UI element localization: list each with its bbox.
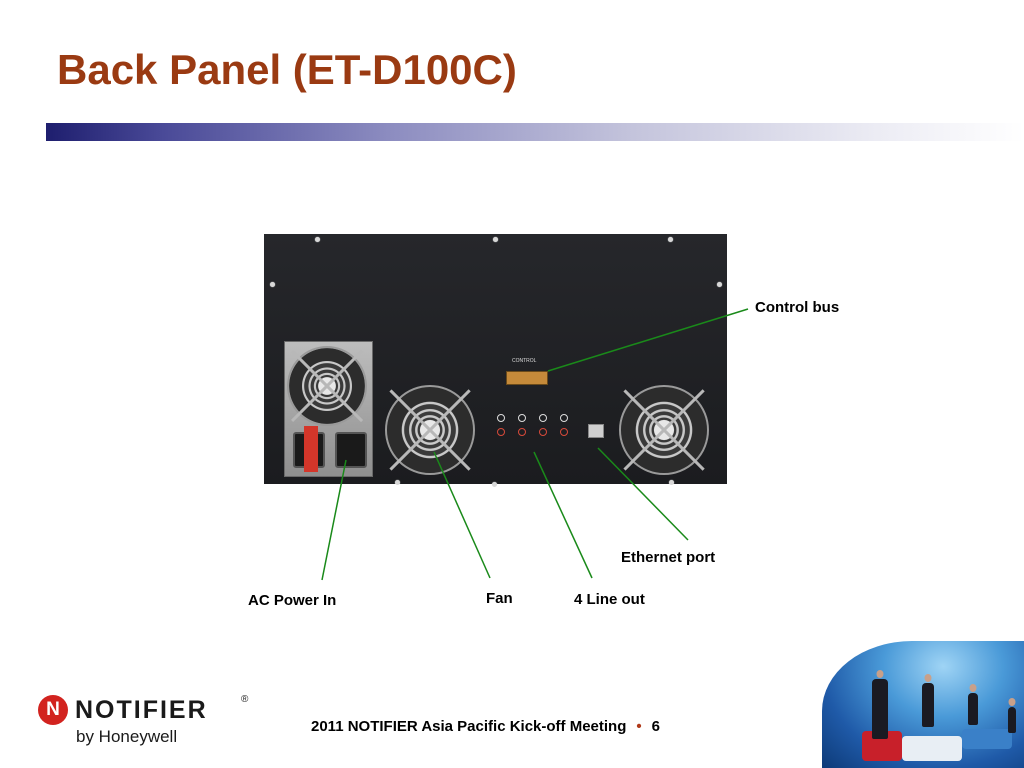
logo-registered-mark: ® bbox=[241, 694, 249, 705]
control-bus-terminal bbox=[506, 371, 548, 385]
screw-icon bbox=[669, 480, 674, 485]
person-figure bbox=[968, 693, 978, 725]
screw-icon bbox=[270, 282, 275, 287]
screw-icon bbox=[717, 282, 722, 287]
slide-footer: 2011 NOTIFIER Asia Pacific Kick-off Meet… bbox=[311, 718, 660, 735]
power-supply-unit bbox=[284, 341, 373, 477]
callout-control-bus: Control bus bbox=[755, 299, 840, 316]
callout-fan: Fan bbox=[486, 590, 513, 607]
audio-jack-icon bbox=[518, 414, 526, 422]
terminal-block bbox=[304, 426, 318, 472]
ac-inlet-icon bbox=[335, 432, 367, 468]
screw-icon bbox=[315, 237, 320, 242]
screw-icon bbox=[492, 482, 497, 487]
callout-ac-power-in: AC Power In bbox=[248, 592, 337, 609]
corner-decoration-image bbox=[822, 641, 1024, 768]
logo-tagline: by Honeywell bbox=[76, 727, 178, 746]
back-panel-image: CONTROL bbox=[264, 234, 727, 487]
audio-jack-icon bbox=[497, 414, 505, 422]
screw-icon bbox=[493, 237, 498, 242]
person-figure bbox=[922, 683, 934, 727]
audio-jack-icon bbox=[560, 428, 568, 436]
puzzle-piece bbox=[902, 736, 962, 761]
audio-jack-icon bbox=[539, 414, 547, 422]
audio-jack-icon bbox=[497, 428, 505, 436]
audio-jack-icon bbox=[560, 414, 568, 422]
screw-icon bbox=[395, 480, 400, 485]
screw-icon bbox=[668, 237, 673, 242]
title-underline-bar bbox=[46, 123, 1024, 141]
person-figure bbox=[1008, 707, 1016, 733]
puzzle-piece bbox=[962, 729, 1012, 749]
audio-jack-icon bbox=[539, 428, 547, 436]
footer-text: 2011 NOTIFIER Asia Pacific Kick-off Meet… bbox=[311, 718, 627, 735]
fan-right-icon bbox=[619, 385, 709, 475]
page-number: 6 bbox=[651, 718, 660, 735]
ethernet-jack-icon bbox=[588, 424, 604, 438]
fan-left-icon bbox=[385, 385, 475, 475]
callout-ethernet-port: Ethernet port bbox=[621, 549, 716, 566]
notifier-logo: N NOTIFIER ® by Honeywell bbox=[38, 694, 248, 750]
psu-fan-icon bbox=[287, 346, 367, 426]
audio-jack-icon bbox=[518, 428, 526, 436]
slide-title: Back Panel (ET-D100C) bbox=[57, 46, 517, 93]
notifier-mark-icon: N bbox=[38, 695, 68, 725]
person-figure bbox=[872, 679, 888, 739]
footer-bullet: • bbox=[636, 718, 642, 735]
logo-brand: NOTIFIER bbox=[75, 696, 208, 724]
control-label: CONTROL bbox=[512, 358, 537, 364]
callout-line-out: 4 Line out bbox=[574, 591, 645, 608]
